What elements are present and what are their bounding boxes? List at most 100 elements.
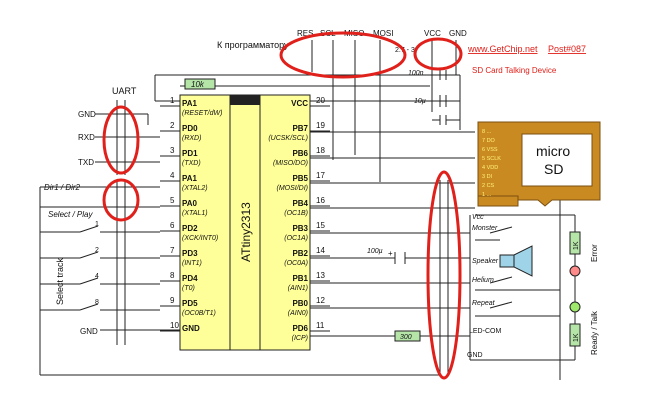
chip-pin-name: PB2 bbox=[292, 249, 308, 258]
chip-pin-number: 5 bbox=[170, 196, 175, 205]
chip-notch bbox=[230, 95, 260, 105]
chip-pin-number: 8 bbox=[170, 271, 175, 280]
sd-title-1: micro bbox=[536, 143, 570, 159]
chip-pin-number: 6 bbox=[170, 221, 175, 230]
ready-resistor-value: 1K bbox=[573, 333, 580, 342]
chip-pin-name: PB6 bbox=[292, 149, 308, 158]
chip-pin-function: (INT1) bbox=[182, 260, 202, 267]
vcc-right-label: Vcc bbox=[472, 214, 484, 221]
chip-pin-function: (UCSK/SCL) bbox=[268, 135, 308, 142]
sd-card bbox=[477, 121, 601, 207]
switch-2-label: 2 bbox=[95, 247, 99, 254]
site-link[interactable]: www.GetChip.net bbox=[467, 44, 538, 54]
chip-pin-number: 11 bbox=[316, 321, 325, 330]
sd-pin-label: 1 ... bbox=[482, 192, 492, 198]
ready-label: Ready / Talk bbox=[590, 310, 599, 355]
speaker bbox=[499, 245, 533, 277]
bulk-cap-value: 100n bbox=[408, 70, 424, 77]
sd-pin-label: 6 VSS bbox=[482, 147, 498, 153]
uart-wires bbox=[95, 100, 160, 175]
uart-rxd: RXD bbox=[78, 133, 95, 142]
chip-name: ATtiny2313 bbox=[239, 202, 253, 262]
subtitle: SD Card Talking Device bbox=[472, 66, 557, 75]
annotation-ring-power bbox=[413, 37, 463, 71]
programmer-header-wires bbox=[311, 40, 457, 182]
speaker-capacitor bbox=[394, 252, 406, 264]
cap-3 bbox=[432, 75, 461, 130]
switch-8-label: 8 bbox=[95, 299, 99, 306]
ready-led bbox=[569, 301, 581, 313]
annotation-ring-inputs bbox=[102, 178, 140, 222]
error-label: Error bbox=[590, 244, 599, 262]
right-bus-wires bbox=[310, 131, 561, 380]
speaker-cap-plus: + bbox=[388, 249, 393, 258]
track-label: Select track bbox=[55, 257, 65, 305]
switch-4-label: 4 bbox=[95, 273, 99, 280]
chip-pin-name: PB7 bbox=[292, 124, 308, 133]
annotation-ring-bus bbox=[426, 170, 462, 380]
chip-pin-function: (OC0A) bbox=[284, 260, 308, 267]
prog-pin-res: RES bbox=[297, 29, 313, 38]
chip-pin-name: PB0 bbox=[292, 299, 308, 308]
chip-pin-function: (RESET/dW) bbox=[182, 110, 222, 117]
chip-pin-name: PD6 bbox=[292, 324, 308, 333]
chip-pin-number: 3 bbox=[170, 146, 175, 155]
chip-pin-name: PD4 bbox=[182, 274, 198, 283]
chip-pin-name: GND bbox=[182, 324, 200, 333]
led-resistor bbox=[394, 330, 421, 342]
annotation-ring-programmer bbox=[279, 31, 407, 79]
left-gnd-label: GND bbox=[80, 327, 98, 336]
prog-pin-mosi: MOSI bbox=[373, 29, 393, 38]
chip-pin-name: PB5 bbox=[292, 174, 308, 183]
chip-pin-number: 1 bbox=[170, 96, 175, 105]
left-input-wires bbox=[39, 180, 440, 376]
chip-pin-number: 7 bbox=[170, 246, 175, 255]
helium-label: Helium bbox=[472, 277, 494, 284]
post-link[interactable]: Post#087 bbox=[548, 44, 586, 54]
right-gnd-label: GND bbox=[467, 352, 483, 359]
chip-pin-name: PD0 bbox=[182, 124, 198, 133]
chip-pin-name: PD2 bbox=[182, 224, 198, 233]
chip-pin-function: (XTAL2) bbox=[182, 185, 208, 192]
led-resistor-value: 300 bbox=[400, 334, 412, 341]
chip-pin-function: (XTAL1) bbox=[182, 210, 208, 217]
vcc-label: VCC bbox=[424, 29, 441, 38]
chip-pin-number: 15 bbox=[316, 221, 325, 230]
chip-pin-number: 18 bbox=[316, 146, 325, 155]
chip-pin-function: (MISO/DO) bbox=[273, 160, 308, 167]
pullup-resistor bbox=[184, 78, 216, 90]
chip-pin-number: 19 bbox=[316, 121, 325, 130]
track-switches bbox=[79, 225, 99, 311]
chip-pin-name: PB3 bbox=[292, 224, 308, 233]
chip-pin-name: PA1 bbox=[182, 174, 198, 183]
chip-pin-function: (MOSI/DI) bbox=[277, 185, 309, 192]
chip-pin-number: 20 bbox=[316, 96, 325, 105]
switch-1-label: 1 bbox=[95, 221, 99, 228]
chip-pin-number: 17 bbox=[316, 171, 325, 180]
chip-pin-name: PB4 bbox=[292, 199, 308, 208]
sd-pin-label: 8 ... bbox=[482, 129, 492, 135]
chip-pin-function: (ICP) bbox=[292, 335, 308, 342]
chip-pin-name: PA1 bbox=[182, 99, 198, 108]
chip-pin-function: (RXD) bbox=[182, 135, 201, 142]
sd-pin-label: 7 DO bbox=[482, 138, 496, 144]
repeat-label: Repeat bbox=[472, 300, 496, 307]
error-led bbox=[569, 265, 581, 277]
chip-pin-function: (AIN1) bbox=[288, 285, 308, 292]
led-wires bbox=[560, 214, 576, 361]
speaker-cap-value: 100µ bbox=[367, 248, 383, 255]
chip-pin-number: 9 bbox=[170, 296, 175, 305]
pullup-value: 10k bbox=[191, 80, 205, 89]
right-switches bbox=[489, 226, 513, 309]
chip-pin-function: (T0) bbox=[182, 285, 195, 292]
sd-pin-label: 3 DI bbox=[482, 174, 493, 180]
chip-pin-function: (XCK/INT0) bbox=[182, 235, 218, 242]
sd-pin-label: 4 VDD bbox=[482, 165, 498, 171]
gnd-label-top: GND bbox=[449, 29, 467, 38]
small-capacitor bbox=[432, 95, 460, 107]
bulk-capacitor bbox=[439, 70, 460, 80]
sd-title-2: SD bbox=[544, 161, 563, 177]
chip-pin-number: 13 bbox=[316, 271, 325, 280]
